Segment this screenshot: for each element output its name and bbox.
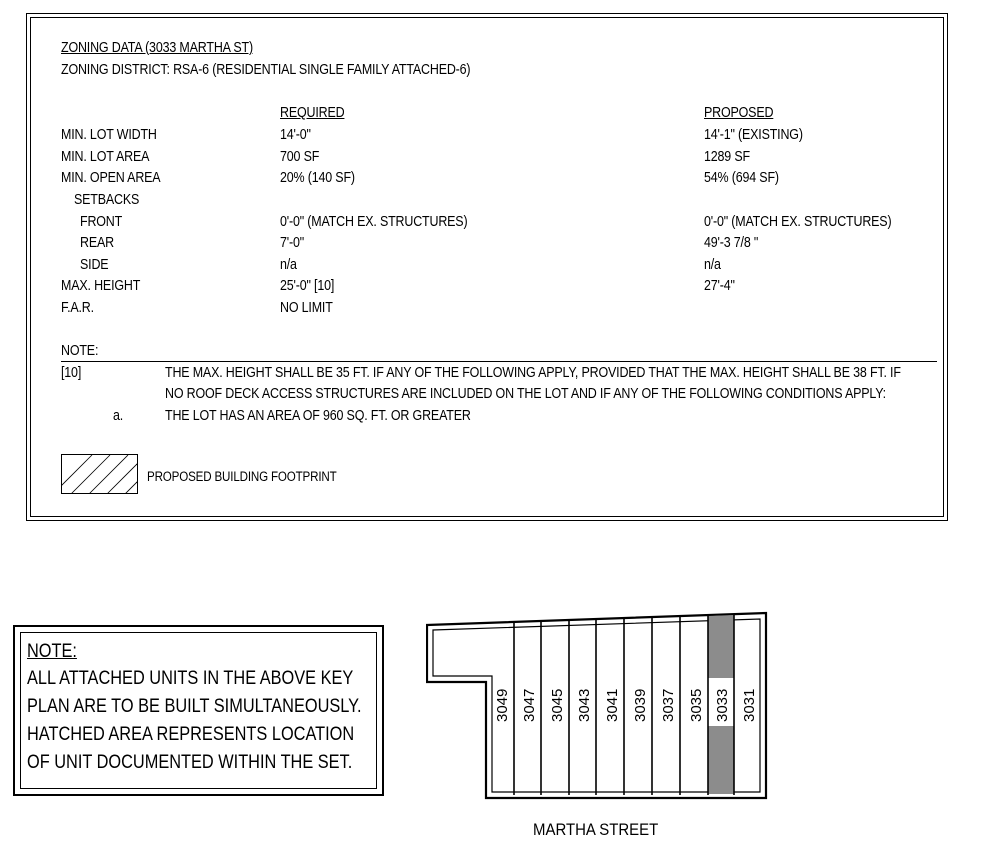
- key-plan-outline: [426, 611, 768, 800]
- row-required: 20% (140 SF): [280, 170, 355, 186]
- hatch-pattern-icon: [62, 455, 137, 493]
- key-note-line: OF UNIT DOCUMENTED WITHIN THE SET.: [27, 752, 353, 773]
- row-required: n/a: [280, 257, 297, 273]
- row-required: 700 SF: [280, 149, 320, 165]
- note-divider: [61, 361, 937, 362]
- row-required: 7'-0": [280, 235, 304, 251]
- unit-label-3041: 3041: [604, 689, 621, 722]
- key-note-line: PLAN ARE TO BE BUILT SIMULTANEOUSLY.: [27, 696, 362, 717]
- unit-label-3049: 3049: [494, 689, 511, 722]
- zoning-data-panel: [26, 13, 948, 521]
- key-note-line: ALL ATTACHED UNITS IN THE ABOVE KEY: [27, 668, 354, 689]
- row-required: 25'-0" [10]: [280, 278, 335, 294]
- row-proposed: 0'-0" (MATCH EX. STRUCTURES): [704, 214, 892, 230]
- unit-label-3039: 3039: [632, 689, 649, 722]
- row-label: MIN. LOT WIDTH: [61, 127, 157, 143]
- proposed-column-header: PROPOSED: [704, 105, 774, 121]
- unit-label-3031: 3031: [741, 689, 758, 722]
- note-heading: NOTE:: [61, 343, 99, 359]
- highlighted-unit-label-gap: [708, 678, 734, 726]
- row-label: F.A.R.: [61, 300, 94, 316]
- row-label: MIN. OPEN AREA: [61, 170, 161, 186]
- unit-label-3043: 3043: [576, 689, 593, 722]
- zoning-data-inner-border: [30, 17, 944, 517]
- row-proposed: 1289 SF: [704, 149, 750, 165]
- key-note-panel: [13, 625, 384, 796]
- note-line-1: THE MAX. HEIGHT SHALL BE 35 FT. IF ANY O…: [165, 365, 901, 381]
- hatch-legend-swatch: [61, 454, 138, 494]
- unit-label-3037: 3037: [660, 689, 677, 722]
- note-line-2: NO ROOF DECK ACCESS STRUCTURES ARE INCLU…: [165, 386, 886, 402]
- unit-label-3045: 3045: [549, 689, 566, 722]
- key-plan-diagram: 3049 3047 3045 3043 3041 3039 3037 3035 …: [426, 611, 768, 800]
- row-label: SETBACKS: [74, 192, 140, 208]
- row-label: FRONT: [80, 214, 123, 230]
- row-proposed: n/a: [704, 257, 721, 273]
- note-reference: [10]: [61, 365, 82, 381]
- zoning-district: ZONING DISTRICT: RSA-6 (RESIDENTIAL SING…: [61, 62, 471, 78]
- zoning-title: ZONING DATA (3033 MARTHA ST): [61, 40, 253, 56]
- note-sub-marker: a.: [113, 408, 124, 424]
- key-note-line: HATCHED AREA REPRESENTS LOCATION: [27, 724, 355, 745]
- key-note-heading: NOTE:: [27, 641, 77, 662]
- row-proposed: 49'-3 7/8 ": [704, 235, 759, 251]
- unit-labels: 3049 3047 3045 3043 3041 3039 3037 3035 …: [494, 689, 758, 722]
- unit-label-3035: 3035: [688, 689, 705, 722]
- key-plan-inner-outline: [432, 618, 761, 793]
- row-label: SIDE: [80, 257, 109, 273]
- row-required: 14'-0": [280, 127, 311, 143]
- row-proposed: 54% (694 SF): [704, 170, 779, 186]
- note-sub-text: THE LOT HAS AN AREA OF 960 SQ. FT. OR GR…: [165, 408, 471, 424]
- legend-label: PROPOSED BUILDING FOOTPRINT: [147, 469, 337, 484]
- unit-party-walls: [513, 614, 735, 795]
- row-proposed: 14'-1" (EXISTING): [704, 127, 803, 143]
- row-label: MAX. HEIGHT: [61, 278, 141, 294]
- street-label: MARTHA STREET: [533, 820, 659, 839]
- required-column-header: REQUIRED: [280, 105, 345, 121]
- unit-label-3047: 3047: [521, 689, 538, 722]
- row-required: 0'-0" (MATCH EX. STRUCTURES): [280, 214, 468, 230]
- row-proposed: 27'-4": [704, 278, 735, 294]
- row-label: REAR: [80, 235, 114, 251]
- unit-label-3033: 3033: [714, 689, 731, 722]
- key-note-inner-border: [20, 632, 377, 789]
- row-required: NO LIMIT: [280, 300, 333, 316]
- row-label: MIN. LOT AREA: [61, 149, 150, 165]
